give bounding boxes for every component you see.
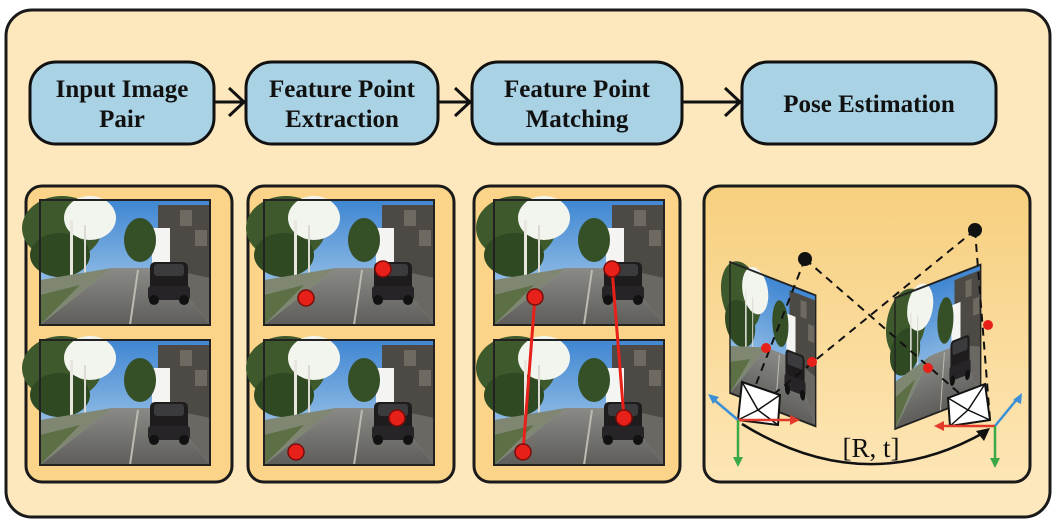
feature-point — [615, 409, 633, 427]
stage-label-extraction: Feature Point — [269, 76, 416, 103]
pose-label: [R, t] — [843, 433, 900, 463]
extraction-image-bottom — [245, 335, 435, 466]
stage-label-input: Pair — [99, 106, 145, 133]
stage-label-input: Input Image — [56, 76, 189, 103]
feature-point — [603, 260, 621, 278]
projection-ray — [974, 229, 991, 421]
stage-box-shape — [740, 60, 998, 146]
stage-label-pose: Pose Estimation — [783, 91, 955, 118]
arc-arrowhead — [976, 428, 990, 441]
projected-point — [923, 363, 933, 373]
feature-point — [514, 443, 532, 461]
stage-label-matching: Matching — [526, 106, 629, 133]
feature-point — [388, 409, 406, 427]
pose-illustration: [R, t] — [708, 223, 1022, 468]
arrowhead — [453, 86, 473, 118]
projected-point — [761, 343, 771, 353]
match-line — [521, 296, 537, 453]
stage-box-pose: Pose Estimation — [740, 60, 998, 146]
feature-point — [374, 260, 392, 278]
input-image-bottom — [21, 335, 211, 466]
feature-point — [297, 289, 315, 307]
stage-label-extraction: Extraction — [285, 106, 399, 133]
projected-point — [983, 320, 993, 330]
arrowhead — [227, 86, 247, 118]
right-image-plane — [884, 259, 982, 434]
input-image-top — [21, 195, 211, 326]
left-camera — [708, 380, 800, 467]
matching-image-bottom — [475, 335, 665, 466]
stage-label-matching: Feature Point — [504, 76, 651, 103]
feature-point — [287, 443, 305, 461]
pose-transform-arc — [741, 422, 986, 466]
flow-arrows — [213, 86, 743, 118]
projected-point — [807, 357, 817, 367]
matching-image-top — [475, 195, 665, 326]
match-line — [610, 268, 626, 419]
right-camera — [934, 382, 1022, 468]
feature-point — [526, 288, 544, 306]
arrowhead — [723, 86, 743, 118]
extraction-image-top — [245, 195, 435, 326]
